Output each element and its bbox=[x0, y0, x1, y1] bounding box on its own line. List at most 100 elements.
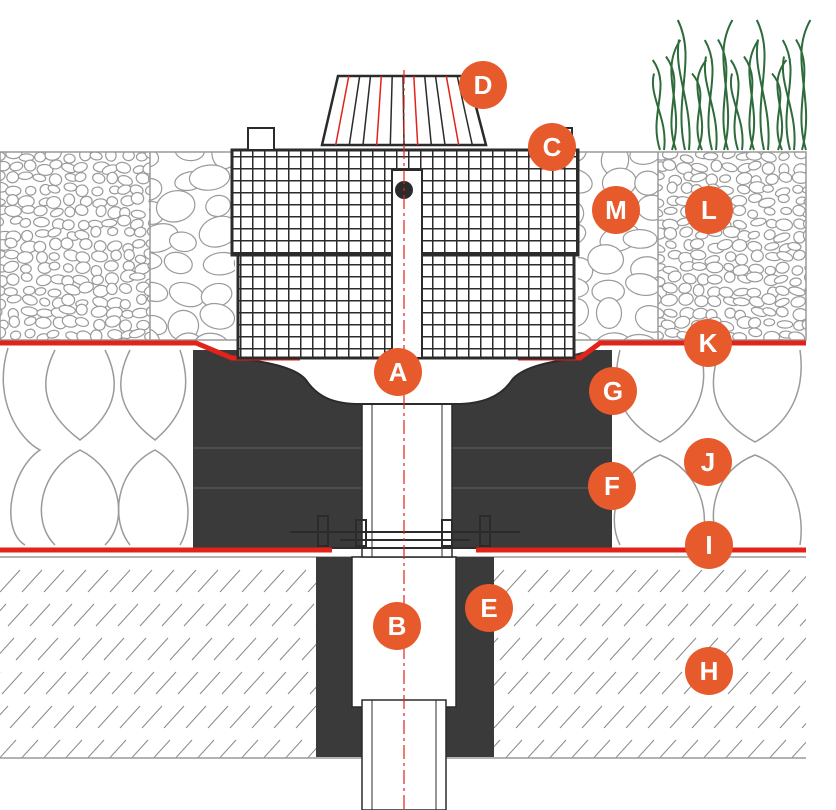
hatch-line bbox=[89, 671, 111, 695]
hatch-line bbox=[125, 637, 147, 661]
hatch-line bbox=[625, 705, 647, 729]
stone bbox=[129, 272, 146, 281]
hatch-line bbox=[808, 638, 828, 660]
stone bbox=[790, 296, 806, 308]
stone bbox=[578, 152, 587, 163]
label-c: C bbox=[528, 123, 576, 171]
label-l: L bbox=[685, 186, 733, 234]
stone bbox=[4, 237, 18, 249]
hatch-line bbox=[257, 637, 279, 661]
hatch-line bbox=[822, 604, 836, 626]
stone bbox=[47, 227, 62, 238]
label-i: I bbox=[685, 521, 733, 569]
hatch-line bbox=[545, 739, 567, 758]
stone bbox=[745, 271, 764, 283]
stone bbox=[665, 240, 677, 250]
stone bbox=[9, 161, 24, 172]
hatch-line bbox=[499, 637, 521, 661]
stone bbox=[0, 170, 6, 182]
stone bbox=[23, 345, 36, 353]
stone bbox=[121, 309, 134, 319]
stone bbox=[0, 306, 3, 318]
stone bbox=[692, 283, 705, 297]
grass-blade bbox=[755, 19, 766, 151]
hatch-line bbox=[37, 637, 59, 661]
hatch-line bbox=[177, 671, 199, 695]
stone bbox=[658, 171, 665, 181]
stone bbox=[103, 260, 119, 272]
hatch-line bbox=[573, 671, 595, 695]
hatch-line bbox=[163, 705, 185, 729]
hatch-line bbox=[557, 603, 579, 627]
stone bbox=[658, 306, 665, 319]
hatch-line bbox=[295, 705, 317, 729]
hatch-line bbox=[571, 569, 593, 593]
hatch-line bbox=[661, 671, 683, 695]
stone bbox=[774, 297, 790, 308]
stone bbox=[147, 173, 150, 186]
hatch-line bbox=[535, 603, 557, 627]
hatch-line bbox=[207, 705, 229, 729]
stone bbox=[48, 261, 61, 271]
hatch-line bbox=[593, 569, 615, 593]
stone bbox=[675, 162, 693, 175]
hatch-line bbox=[281, 739, 303, 758]
stone bbox=[775, 261, 790, 274]
stone bbox=[578, 276, 590, 299]
stone bbox=[25, 185, 37, 196]
stone bbox=[619, 333, 658, 340]
stone bbox=[9, 215, 24, 225]
hatch-line bbox=[755, 603, 777, 627]
grass-blade bbox=[771, 72, 783, 151]
hatch-line bbox=[21, 569, 43, 593]
stone bbox=[694, 295, 709, 308]
stone bbox=[764, 265, 777, 276]
hatch-line bbox=[527, 569, 549, 593]
hatch-line bbox=[213, 637, 235, 661]
stone bbox=[777, 193, 790, 204]
hatch-line bbox=[111, 671, 133, 695]
hatch-line bbox=[75, 705, 97, 729]
stone bbox=[168, 231, 197, 253]
stone bbox=[62, 263, 74, 273]
hatch-line bbox=[787, 739, 806, 758]
hatch-line bbox=[95, 603, 117, 627]
hatch-line bbox=[713, 705, 735, 729]
stone bbox=[74, 316, 90, 328]
hatch-line bbox=[799, 603, 806, 627]
hatch-line bbox=[587, 637, 609, 661]
stone bbox=[663, 226, 678, 240]
hatch-line bbox=[235, 637, 257, 661]
hatch-line bbox=[589, 739, 611, 758]
leaf-guard-rib bbox=[389, 75, 393, 146]
stone bbox=[146, 225, 150, 238]
stone bbox=[691, 261, 707, 271]
stone bbox=[776, 320, 794, 329]
hatch-line bbox=[699, 739, 721, 758]
hatch-line bbox=[765, 739, 787, 758]
label-g-text: G bbox=[603, 376, 623, 406]
hatch-line bbox=[505, 569, 527, 593]
leaf-guard-rib bbox=[321, 75, 339, 146]
grass-blade bbox=[703, 39, 714, 151]
hatch-line bbox=[581, 705, 603, 729]
hatch-line bbox=[677, 739, 699, 758]
hatch-line bbox=[287, 671, 309, 695]
grass bbox=[651, 19, 812, 151]
hatch-line bbox=[703, 569, 725, 593]
stone bbox=[593, 332, 634, 340]
stone bbox=[622, 228, 658, 249]
stone bbox=[773, 232, 791, 243]
stone bbox=[792, 249, 806, 261]
hatch-line bbox=[185, 705, 207, 729]
hatch-line bbox=[769, 569, 791, 593]
stone bbox=[6, 193, 19, 206]
stone bbox=[106, 196, 119, 207]
stone bbox=[146, 295, 150, 306]
stone bbox=[79, 195, 93, 208]
grass-blade bbox=[676, 39, 691, 151]
grass-blade bbox=[729, 59, 740, 151]
hatch-line bbox=[609, 637, 631, 661]
hatch-line bbox=[0, 637, 15, 661]
